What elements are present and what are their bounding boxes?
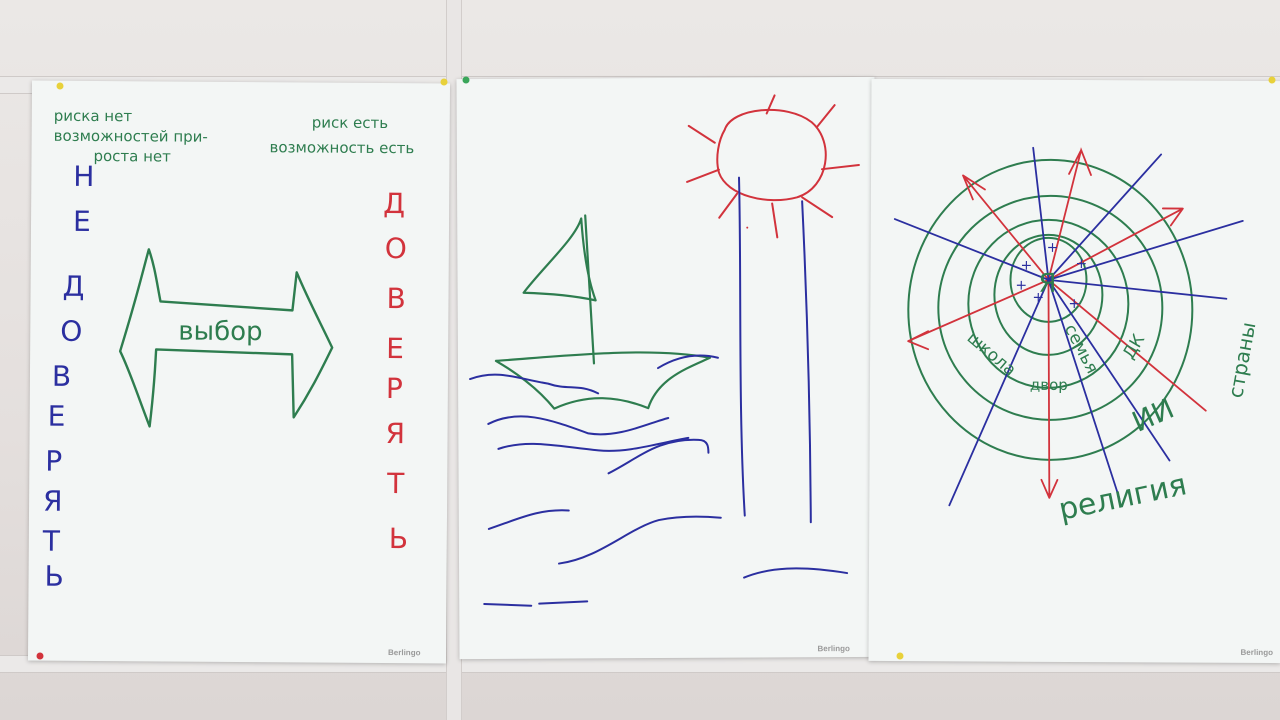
letter: О <box>385 232 407 265</box>
letter: В <box>52 360 71 393</box>
label-ii: ИИ <box>1127 392 1179 439</box>
word-ne-doveryat: Н Е Д О В Е Р Я Т Ь <box>42 160 95 593</box>
flipchart-sheet-1: риска нет возможностей при- роста нет ри… <box>27 80 451 664</box>
blue-arrows <box>893 146 1244 507</box>
label-yard: двор <box>1030 376 1068 394</box>
svg-text:+: + <box>1047 240 1059 256</box>
sheet-1-drawing: риска нет возможностей при- роста нет ри… <box>42 107 421 658</box>
letter: Т <box>386 467 405 500</box>
letter: Я <box>43 485 63 518</box>
svg-text:+: + <box>1021 258 1033 274</box>
label-school: школа <box>963 328 1020 380</box>
flipchart-sheet-2: Berlingo <box>456 76 878 660</box>
label-country: страны <box>1223 320 1260 400</box>
plus-marks: + + + + + + <box>1015 240 1087 312</box>
letter: Ь <box>389 522 408 555</box>
brand-logo: Berlingo <box>817 644 850 653</box>
sun-drawing <box>686 94 860 239</box>
brand-logo: Berlingo <box>1241 648 1274 657</box>
letter: Е <box>73 205 91 238</box>
letter: Т <box>42 525 61 558</box>
note-risk-none-line1: риска нет <box>54 107 133 126</box>
flipchart-sheet-3: ++ ++ ++ Я школа семья двор ДК страны ИИ… <box>868 78 1280 664</box>
svg-text:+: + <box>1032 290 1044 306</box>
waves-drawing <box>469 354 849 607</box>
letter: Д <box>383 187 405 220</box>
svg-text:+: + <box>1015 278 1027 294</box>
center-ya: Я <box>1038 269 1056 299</box>
label-religion: религия <box>1056 467 1190 528</box>
label-dk: ДК <box>1119 331 1149 363</box>
note-risk-none-line3: роста нет <box>93 147 171 166</box>
letter: Р <box>45 445 62 478</box>
letter: Ь <box>44 560 63 593</box>
sunbeam-lines <box>738 176 812 524</box>
note-risk-yes-line1: риск есть <box>312 114 389 133</box>
letter: Е <box>386 332 404 365</box>
letter: Д <box>62 270 84 303</box>
sheet-2-drawing: Berlingo <box>469 94 860 653</box>
letter: Я <box>385 417 405 450</box>
double-arrow-drawing <box>118 248 334 428</box>
sailboat-drawing <box>494 214 712 410</box>
brand-logo: Berlingo <box>388 648 421 657</box>
word-doveryat: Д О В Е Р Я Т Ь <box>383 187 408 555</box>
letter: Е <box>48 400 66 433</box>
svg-text:+: + <box>1076 256 1088 272</box>
note-risk-yes-line2: возможность есть <box>270 138 415 157</box>
svg-text:+: + <box>1068 296 1080 312</box>
note-risk-none-line2: возможностей при- <box>54 127 208 146</box>
red-arrows <box>907 147 1207 499</box>
sheet-3-drawing: ++ ++ ++ Я школа семья двор ДК страны ИИ… <box>893 146 1274 657</box>
arrow-label: выбор <box>178 317 263 348</box>
letter: Н <box>73 160 94 193</box>
letter: В <box>386 282 405 315</box>
letter: Р <box>386 372 403 405</box>
letter: О <box>60 315 82 348</box>
